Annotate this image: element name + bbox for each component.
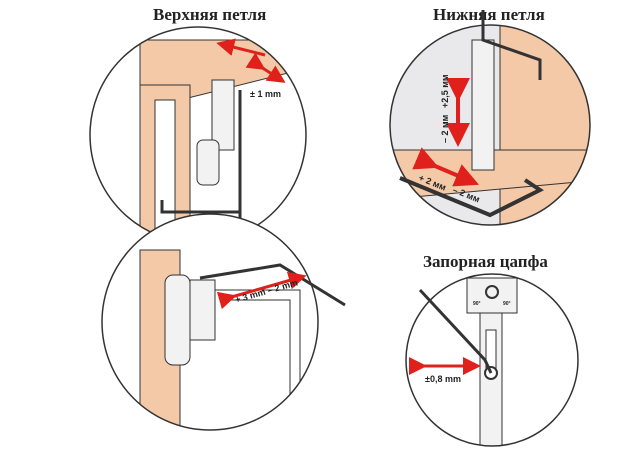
- bottom-hinge-title: Нижняя петля: [433, 5, 545, 24]
- bottom-hinge-down-label: – 2 мм: [440, 114, 450, 143]
- locking-pin-title: Запорная цапфа: [423, 252, 548, 271]
- angle-right-label: 90°: [503, 301, 511, 307]
- angle-left-label: 90°: [473, 301, 481, 307]
- bottom-hinge-up-label: +2,5 мм: [440, 74, 450, 108]
- top-hinge-adjust-label: ± 1 mm: [250, 89, 281, 99]
- top-hinge-panel: ± 1 mm: [89, 26, 307, 244]
- locking-pin-adjust-label: ±0,8 mm: [425, 374, 461, 384]
- top-hinge-title: Верхняя петля: [153, 5, 267, 24]
- side-hinge-panel: + 3 mm – 2 mm: [101, 213, 346, 431]
- bottom-hinge-panel: +2,5 мм – 2 мм + 2 мм – 2 мм: [389, 10, 591, 226]
- locking-pin-panel: 90° 90° ±0,8 mm: [405, 273, 579, 447]
